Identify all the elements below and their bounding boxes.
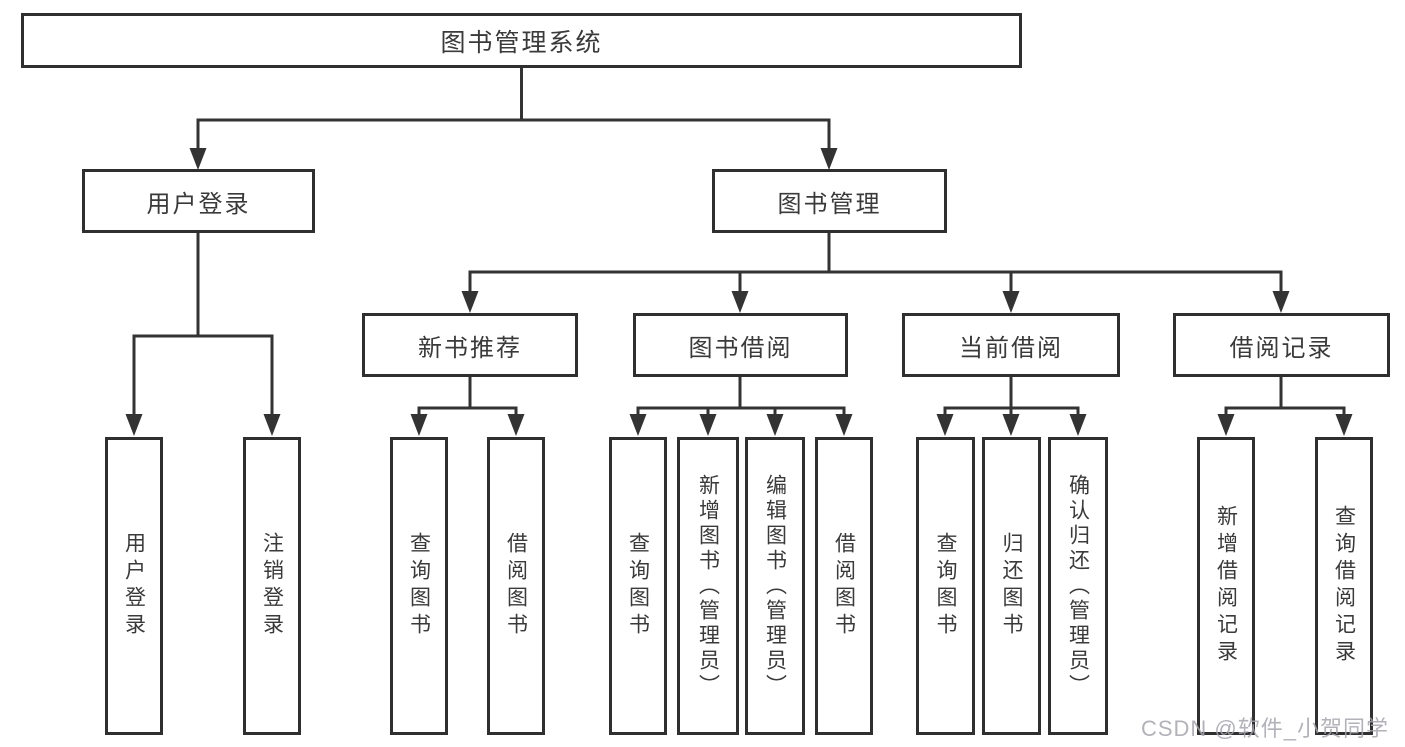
node-label: 用户登录 [146,190,251,218]
node-query-books-borrowing: 查询图书 [609,437,667,735]
node-edit-books-admin: 编辑图书（管理员） [745,437,805,735]
node-label: 新增借阅记录 [1214,505,1238,667]
node-add-books-admin: 新增图书（管理员） [677,437,739,735]
node-label: 图书管理 [777,190,882,218]
node-label: 查询图书 [407,532,431,640]
node-book-borrowing: 图书借阅 [633,313,848,377]
node-user-login-leaf: 用户登录 [105,437,163,735]
node-label: 注销登录 [260,532,284,640]
node-label: 图书借阅 [688,334,793,362]
node-query-borrow-record: 查询借阅记录 [1315,437,1373,735]
node-label: 借阅记录 [1229,334,1334,362]
node-label: 查询借阅记录 [1332,505,1356,667]
node-label: 当前借阅 [959,334,1063,362]
node-confirm-return-admin: 确认归还（管理员） [1048,437,1108,735]
node-borrow-books-borrowing: 借阅图书 [815,437,873,735]
node-label: 查询图书 [626,532,650,640]
node-label: 新书推荐 [418,334,522,362]
node-label: 图书管理系统 [440,28,603,57]
node-label: 借阅图书 [832,532,856,640]
node-logout: 注销登录 [243,437,301,735]
node-new-book-recommendation: 新书推荐 [362,313,578,377]
node-library-management-system: 图书管理系统 [21,13,1022,68]
node-add-borrow-record: 新增借阅记录 [1197,437,1255,735]
node-query-books-recommend: 查询图书 [390,437,448,735]
node-label: 编辑图书（管理员） [763,473,787,699]
watermark: CSDN @软件_小贺同学 [1140,716,1389,741]
node-query-books-current: 查询图书 [916,437,975,735]
node-book-management: 图书管理 [712,169,947,233]
node-label: 新增图书（管理员） [696,473,720,699]
node-return-books: 归还图书 [982,437,1041,735]
node-label: 查询图书 [934,532,957,640]
node-label: 归还图书 [1000,532,1023,640]
node-label: 用户登录 [122,532,146,640]
node-label: 借阅图书 [504,532,528,640]
node-label: 确认归还（管理员） [1066,473,1090,699]
node-current-borrowing: 当前借阅 [902,313,1120,377]
node-borrow-books-recommend: 借阅图书 [487,437,545,735]
node-user-login: 用户登录 [82,169,315,233]
node-borrowing-records: 借阅记录 [1173,313,1390,377]
